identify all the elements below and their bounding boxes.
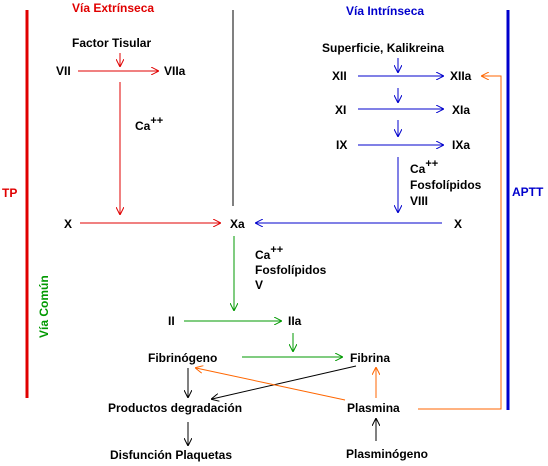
factor-ix-label: IX: [336, 138, 347, 152]
factor-xia-label: XIa: [452, 103, 470, 117]
common-pathway-title: Vía Común: [37, 275, 51, 338]
common-calcium-label: Ca++: [255, 244, 283, 262]
factor-iia-label: IIa: [288, 314, 302, 328]
factor-x-left-label: X: [64, 217, 72, 231]
plasmina-label: Plasmina: [347, 401, 400, 415]
factor-viia-label: VIIa: [164, 64, 186, 78]
factor-xiia-label: XIIa: [450, 69, 472, 83]
factor-v-label: V: [255, 278, 263, 292]
extrinsic-calcium-label: Ca++: [135, 115, 163, 133]
extrinsic-pathway-title: Vía Extrínseca: [72, 1, 154, 15]
factor-xa-label: Xa: [230, 217, 245, 231]
aptt-label: APTT: [512, 185, 544, 199]
fibrinogeno-label: Fibrinógeno: [148, 351, 217, 365]
factor-xi-label: XI: [335, 103, 346, 117]
factor-viii-label: VIII: [410, 194, 428, 208]
intrinsic-pathway-title: Vía Intrínseca: [346, 4, 424, 18]
arrow-plasmina-to-fibrinogeno: [196, 368, 346, 401]
disfuncion-plaquetas-label: Disfunción Plaquetas: [110, 448, 232, 462]
factor-x-right-label: X: [454, 217, 462, 231]
productos-degradacion-label: Productos degradación: [108, 401, 242, 415]
intrinsic-fosfolipidos-label: Fosfolípidos: [410, 178, 482, 192]
factor-vii-label: VII: [56, 64, 71, 78]
intrinsic-calcium-label: Ca++: [410, 158, 438, 176]
plasminogeno-label: Plasminógeno: [346, 447, 428, 461]
tp-label: TP: [2, 186, 17, 200]
arrow-fibrina-to-productos: [212, 365, 357, 399]
factor-ii-label: II: [168, 314, 175, 328]
factor-tisular-label: Factor Tisular: [72, 36, 151, 50]
fibrina-label: Fibrina: [350, 351, 390, 365]
common-fosfolipidos-label: Fosfolípidos: [255, 263, 327, 277]
factor-ixa-label: IXa: [452, 138, 470, 152]
superficie-label: Superficie, Kalikreina: [322, 41, 444, 55]
arrow-plasmina-to-xiia: [418, 76, 502, 410]
factor-xii-label: XII: [332, 69, 347, 83]
